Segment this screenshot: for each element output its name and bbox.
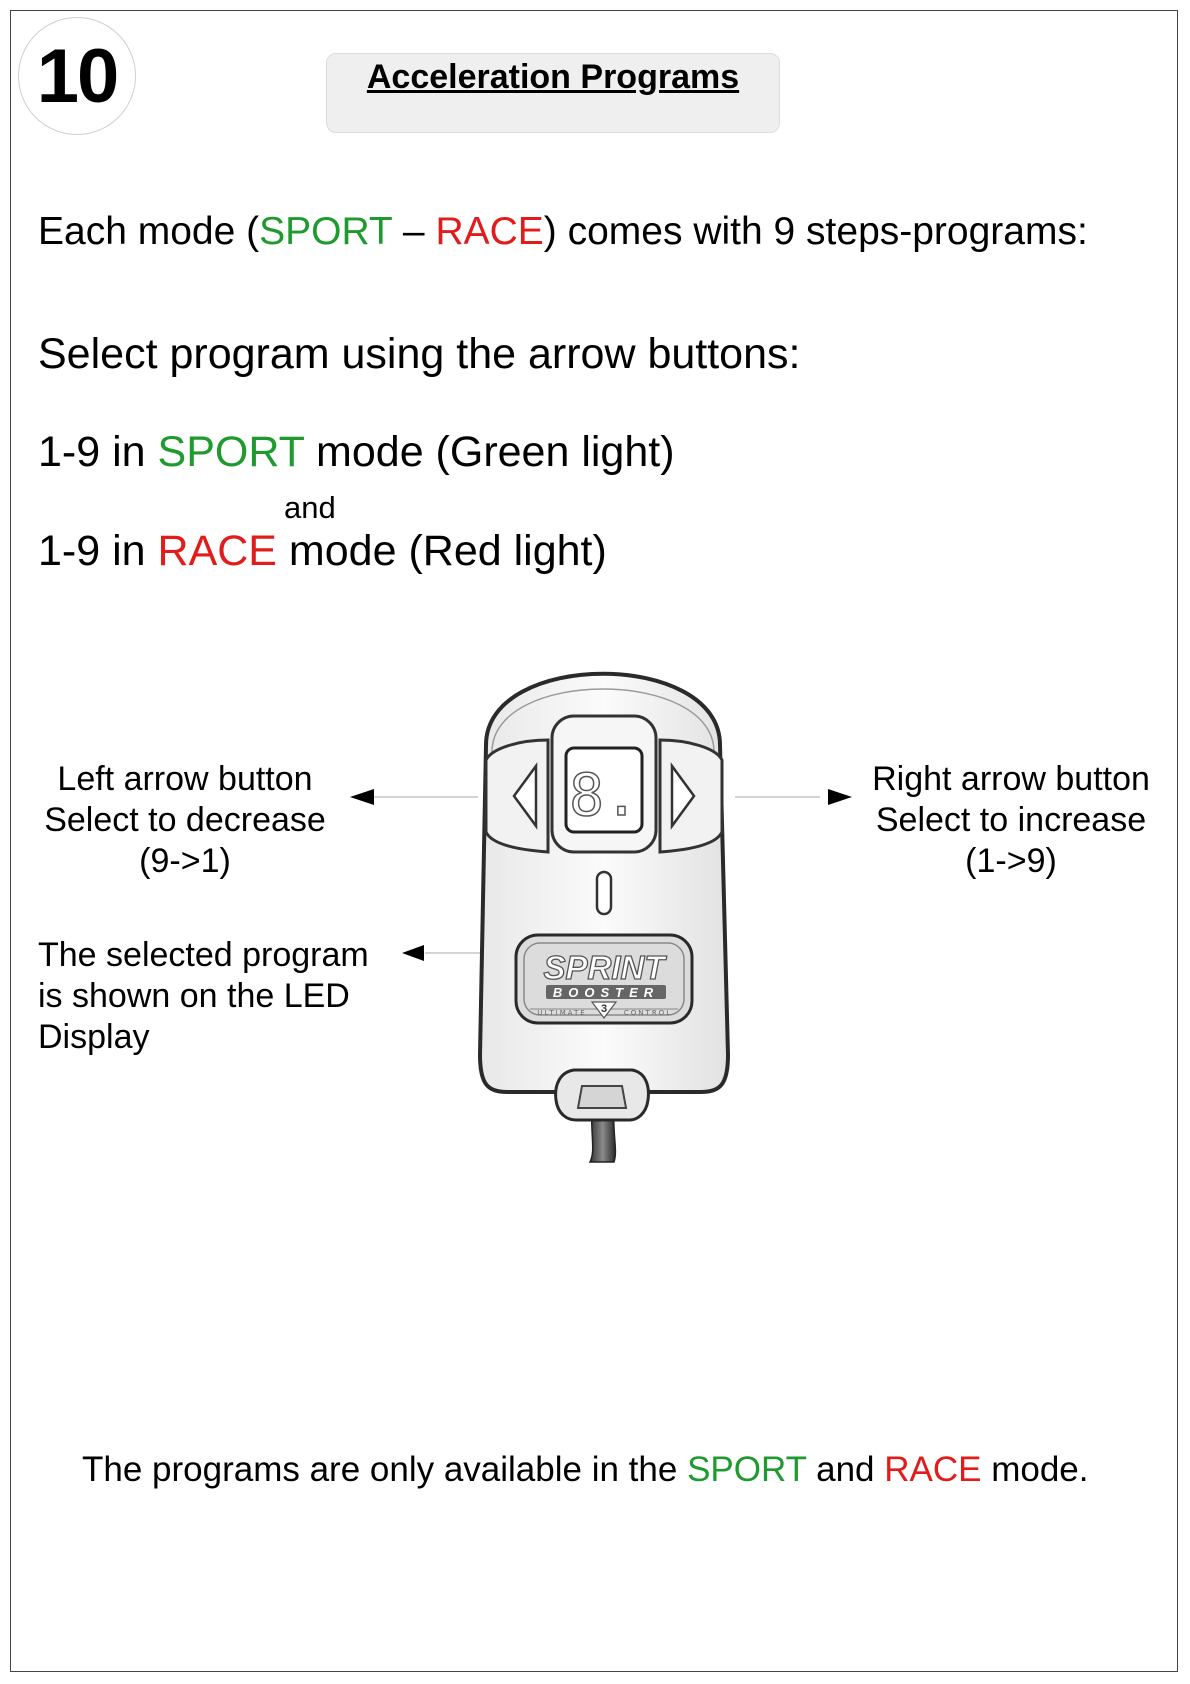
mode-light-indicator	[595, 870, 613, 916]
intro-prefix: Each mode (	[38, 210, 260, 253]
select-heading: Select program using the arrow buttons:	[38, 330, 801, 378]
footer-race: RACE	[884, 1450, 982, 1489]
footer-note: The programs are only available in the S…	[82, 1450, 1088, 1490]
led-pointer-icon	[402, 945, 424, 961]
sport-line-mode: SPORT	[157, 428, 305, 476]
led-digit: 8.	[569, 761, 639, 829]
race-line-suffix: mode (Red light)	[276, 527, 607, 575]
page-title: Acceleration Programs	[366, 58, 740, 96]
logo-version-text: 3	[601, 1003, 607, 1015]
left-callout-line-3: (9->1)	[139, 842, 231, 880]
right-callout-line-2: Select to increase	[875, 801, 1147, 839]
led-display	[564, 746, 644, 834]
right-pointer-icon	[828, 789, 852, 805]
logo-right-text: CONTROL	[624, 1009, 672, 1017]
left-callout-line-1: Left arrow button	[57, 760, 313, 798]
page-frame	[10, 10, 1178, 1672]
left-arrow-callout: Left arrow button Select to decrease (9-…	[20, 759, 350, 882]
intro-dash: –	[392, 210, 436, 253]
intro-sport: SPORT	[259, 210, 393, 253]
right-callout-line-1: Right arrow button	[872, 760, 1150, 798]
intro-line: Each mode (SPORT – RACE) comes with 9 st…	[38, 210, 1088, 254]
right-arrow-callout: Right arrow button Select to increase (1…	[852, 759, 1170, 882]
right-callout-line-3: (1->9)	[965, 842, 1057, 880]
right-arrow-button[interactable]	[658, 738, 724, 854]
logo-sub-text: BOOSTER	[553, 985, 659, 1000]
race-line-prefix: 1-9 in	[38, 527, 158, 575]
logo-main-text: SPRINT	[543, 949, 667, 986]
left-arrow-icon	[512, 762, 538, 830]
race-line: 1-9 in RACE mode (Red light)	[38, 527, 607, 576]
left-callout-line-2: Select to decrease	[44, 801, 326, 839]
right-arrow-icon	[670, 762, 696, 830]
logo-left-text: ULTIMATE	[537, 1009, 586, 1017]
and-label: and	[284, 490, 336, 525]
title-box: Acceleration Programs	[326, 53, 780, 133]
page-number: 10	[18, 17, 136, 135]
sport-line: 1-9 in SPORT mode (Green light)	[38, 428, 675, 477]
sprint-booster-logo: SPRINT BOOSTER ULTIMATE CONTROL 3	[514, 933, 694, 1025]
led-display-callout: The selected program is shown on the LED…	[38, 935, 369, 1058]
intro-race: RACE	[435, 210, 544, 253]
led-callout-line-2: is shown on the LED	[38, 977, 350, 1015]
arrow-heads	[350, 789, 852, 961]
left-pointer-icon	[350, 789, 374, 805]
sport-line-prefix: 1-9 in	[38, 428, 158, 476]
led-callout-line-3: Display	[38, 1018, 150, 1056]
footer-middle: and	[806, 1450, 885, 1489]
led-callout-line-1: The selected program	[38, 936, 369, 974]
strain-relief-inner	[576, 1085, 628, 1109]
race-line-mode: RACE	[157, 527, 277, 575]
left-arrow-button[interactable]	[484, 738, 550, 854]
sport-line-suffix: mode (Green light)	[304, 428, 675, 476]
body-contour	[491, 688, 715, 753]
intro-suffix: ) comes with 9 steps-programs:	[543, 210, 1088, 253]
footer-sport: SPORT	[687, 1450, 807, 1489]
footer-suffix: mode.	[981, 1450, 1089, 1489]
footer-prefix: The programs are only available in the	[82, 1450, 688, 1489]
